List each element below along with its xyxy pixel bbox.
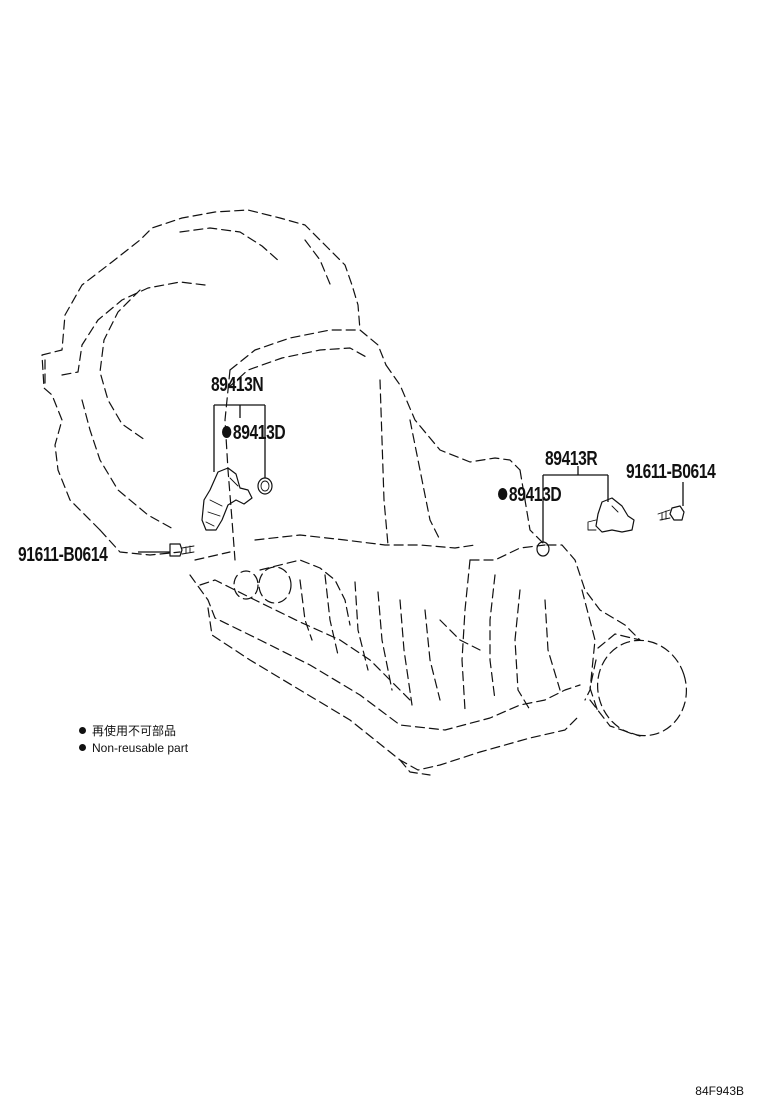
part-number-text: 89413D — [508, 484, 562, 506]
legend-japanese: 再使用不可部品 — [79, 725, 176, 737]
o-ring-upper — [257, 477, 273, 495]
transmission-case — [194, 329, 641, 641]
extension-housing — [439, 544, 596, 711]
part-label-bolt-left[interactable]: 91611-B0614 — [18, 544, 108, 566]
bolt-left — [169, 543, 195, 557]
valve-body — [233, 559, 441, 706]
part-label-89413N[interactable]: 89413N — [211, 374, 264, 396]
legend-english: Non-reusable part — [79, 742, 188, 754]
bolt-right — [657, 505, 685, 521]
part-label-89413D-upper[interactable]: 89413D — [222, 422, 286, 444]
speed-sensor-right — [587, 497, 635, 533]
oil-pan — [189, 574, 581, 776]
diagram-reference-code: 84F943B — [695, 1084, 744, 1098]
part-label-89413R[interactable]: 89413R — [545, 448, 598, 470]
part-label-89413D-right[interactable]: 89413D — [498, 484, 562, 506]
speed-sensor-upper — [201, 467, 253, 531]
bullet-icon — [79, 727, 86, 734]
bullet-icon — [79, 744, 86, 751]
bell-housing — [41, 209, 361, 556]
non-reusable-marker — [498, 488, 508, 500]
non-reusable-marker — [222, 426, 232, 438]
leader-lines — [138, 404, 684, 553]
o-ring-right — [536, 541, 550, 557]
part-label-bolt-right[interactable]: 91611-B0614 — [626, 461, 716, 483]
output-flange — [589, 633, 687, 737]
legend-text-en: Non-reusable part — [92, 741, 189, 755]
part-number-text: 89413D — [232, 422, 286, 444]
legend-text-jp: 再使用不可部品 — [92, 724, 177, 738]
